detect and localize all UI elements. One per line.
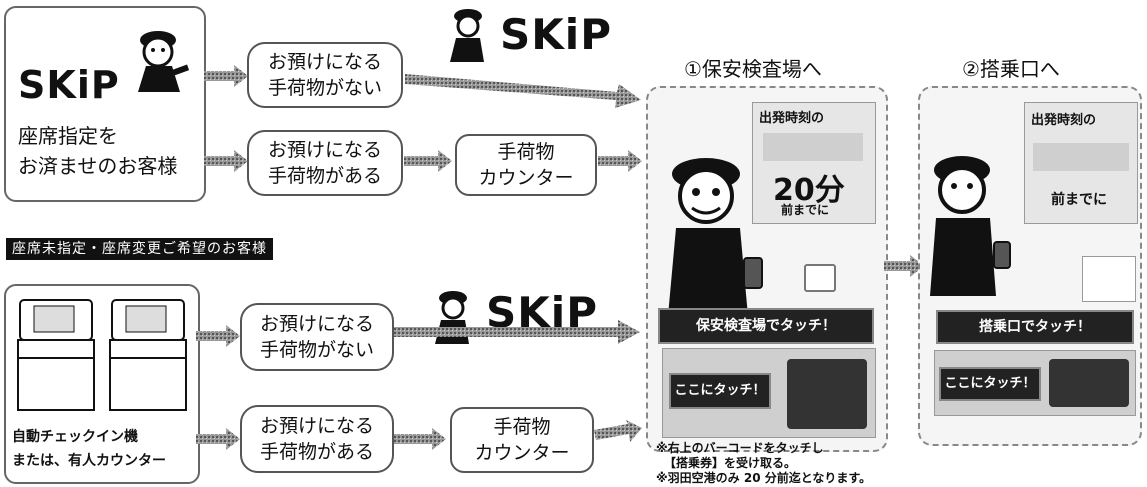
departure-label: 出発時刻の: [759, 111, 825, 126]
reader-device: [1049, 359, 1129, 407]
baggage-counter-pill: 手荷物カウンター: [455, 134, 597, 196]
pill-text: お預けになる: [267, 139, 382, 161]
pill-text: お預けになる: [259, 313, 374, 335]
arrow-right-icon: [884, 255, 924, 277]
arrow-right-icon: [196, 428, 240, 450]
with-baggage-pill: お預けになる手荷物がある: [247, 130, 403, 196]
skip-logo: SKiP: [18, 63, 120, 107]
touch-at-gate-label: 搭乗口でタッチ！: [936, 310, 1134, 344]
time-blank-block: [1033, 143, 1129, 171]
note-line3: ※羽田空港のみ 20 分前迄となります。: [656, 471, 872, 485]
kiosk-box: 自動チェックイン機 または、有人カウンター: [4, 284, 200, 484]
pill-text: 手荷物: [493, 416, 551, 438]
arrow-right-long-icon: [405, 74, 641, 108]
kiosk-text-1: 自動チェックイン機: [12, 429, 138, 445]
arrow-right-icon: [196, 325, 240, 347]
boarding-gate-panel: 出発時刻の 前までに 搭乗口でタッチ！ ここにタッチ！: [918, 86, 1142, 446]
gate-reader: ここにタッチ！: [934, 350, 1136, 416]
reader-device: [787, 359, 867, 429]
pill-text: お預けになる: [259, 415, 374, 437]
sign-board: [1082, 256, 1136, 302]
gate-reader: ここにタッチ！: [662, 348, 876, 438]
kiosk-machine-icon: [17, 299, 95, 411]
with-baggage-pill: お預けになる手荷物がある: [240, 405, 394, 473]
time-blank-block: [763, 133, 863, 161]
kiosk-text-2: または、有人カウンター: [12, 453, 166, 469]
baggage-counter-pill: 手荷物カウンター: [450, 407, 594, 473]
reserved-seat-text-1: 座席指定を: [18, 124, 118, 148]
unreserved-seat-banner: 座席未指定・座席変更ご希望のお客様: [6, 238, 273, 260]
step1-title: ①保安検査場へ: [684, 57, 822, 81]
note-line1: ※右上のバーコードをタッチし: [656, 441, 824, 455]
before-label: 前までに: [781, 203, 830, 217]
no-baggage-pill: お預けになる手荷物がない: [247, 42, 403, 108]
pill-text: 手荷物: [497, 141, 555, 163]
note-line2: 【搭乗券】を受け取る。: [664, 456, 797, 470]
pill-text: お預けになる: [267, 51, 382, 73]
arrow-right-icon: [394, 428, 446, 450]
arrow-right-icon: [404, 150, 452, 172]
mascot-icon: [138, 31, 190, 92]
no-baggage-pill: お預けになる手荷物がない: [240, 303, 394, 371]
touch-at-security-label: 保安検査場でタッチ！: [658, 308, 874, 344]
mascot-icon: [450, 9, 484, 62]
arrow-right-long-icon: [394, 320, 640, 344]
pill-text: 手荷物がある: [267, 165, 382, 187]
departure-label: 出発時刻の: [1031, 113, 1097, 128]
reserved-seat-box: SKiP 座席指定を お済ませのお客様: [4, 6, 206, 202]
pill-text: 手荷物がない: [267, 77, 382, 99]
arrow-right-icon: [594, 420, 642, 442]
reserved-seat-text-2: お済ませのお客様: [18, 154, 178, 178]
bag-icon: [804, 264, 836, 292]
minutes-value: 20分: [773, 173, 845, 208]
skip-logo: SKiP: [486, 288, 598, 337]
touch-here-label: ここにタッチ！: [669, 373, 771, 409]
departure-card: 出発時刻の 20分 前までに: [752, 102, 876, 224]
skip-logo: SKiP: [500, 10, 612, 59]
pill-text: カウンター: [474, 442, 570, 464]
mascot-icon: [930, 156, 1011, 296]
security-checkpoint-panel: 出発時刻の 20分 前までに 保安検査場でタッチ！ ここにタッチ！: [646, 86, 888, 452]
departure-card: 出発時刻の 前までに: [1024, 102, 1138, 224]
arrow-right-icon: [204, 65, 248, 87]
pill-text: 手荷物がある: [259, 441, 374, 463]
touch-here-label: ここにタッチ！: [939, 367, 1041, 401]
step2-title: ②搭乗口へ: [962, 57, 1060, 81]
pill-text: カウンター: [478, 167, 574, 189]
mascot-icon: [668, 158, 763, 316]
before-label: 前までに: [1051, 192, 1107, 208]
arrow-right-icon: [204, 150, 248, 172]
kiosk-machine-icon: [109, 299, 187, 411]
arrow-right-icon: [598, 150, 642, 172]
pill-text: 手荷物がない: [259, 339, 374, 361]
